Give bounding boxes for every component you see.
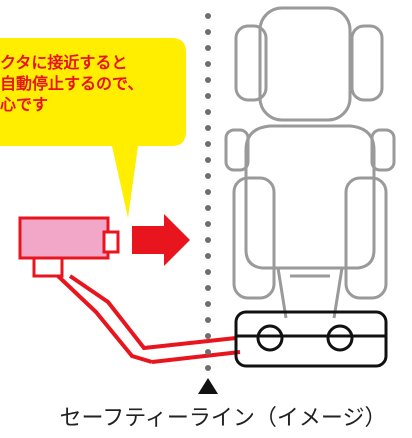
safety-line: [205, 13, 211, 371]
callout-bubble: [0, 38, 186, 218]
boom-arm: [56, 274, 241, 364]
mower-head: [18, 216, 120, 278]
callout-text: クタに接近すると 自動停止するので、 心です: [0, 52, 165, 115]
diagram-caption: セーフティーライン（イメージ）: [59, 406, 387, 431]
callout-line-3: 心です: [0, 95, 49, 114]
callout-line-2: 自動停止するので、: [0, 74, 144, 93]
callout-line-1: クタに接近すると: [0, 53, 128, 72]
mount-unit: [234, 310, 388, 368]
tractor-outline: [224, 6, 396, 319]
up-triangle-icon: [198, 378, 218, 394]
right-arrow-icon: [132, 214, 190, 266]
